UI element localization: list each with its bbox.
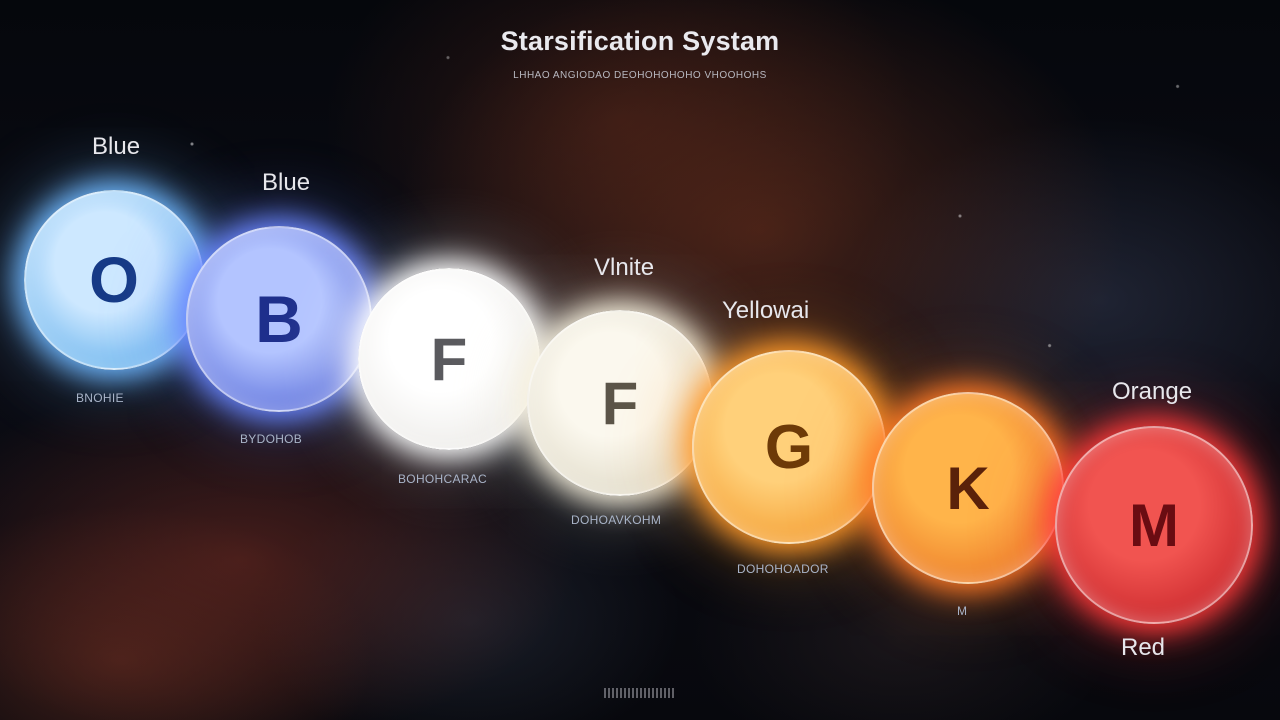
star-f-cream-circle: F <box>527 310 713 496</box>
star-k-letter: K <box>946 454 990 522</box>
star-b-circle: B <box>186 226 372 412</box>
star-g-sub-label: DOHOHOADOR <box>737 562 829 576</box>
star-m-circle: M <box>1055 426 1253 624</box>
star-f-white-sub-label: BOHOHCARAC <box>398 472 488 486</box>
footer-watermark <box>604 688 676 698</box>
star-b-sub-label: BYDOHOB <box>240 432 303 446</box>
star-g-letter: G <box>764 412 814 482</box>
star-g-color-label: Yellowai <box>722 297 810 324</box>
star-m-letter: M <box>1129 491 1179 559</box>
star-o-sub-label: BNOHIE <box>76 391 124 405</box>
star-o-color-label: Blue <box>92 133 141 160</box>
star-k-circle: K <box>872 392 1064 584</box>
star-b-letter: B <box>255 282 303 356</box>
star-f-white-letter: F <box>430 325 468 393</box>
star-b-color-label: Blue <box>262 169 311 196</box>
star-k-sub-label: M <box>957 604 968 618</box>
star-f-cream-letter: F <box>601 369 639 437</box>
star-f-cream-color-label: Vlnite <box>594 254 655 281</box>
star-f-white-circle: F <box>358 268 540 450</box>
diagram-title: Starsification Systam <box>500 26 780 56</box>
star-g-circle: G <box>692 350 886 544</box>
diagram-subtitle: LHHAO ANGIODAO DEOHOHOHOHO VHOOHOHS <box>513 70 767 81</box>
star-m-sub-label: Red <box>1121 634 1166 661</box>
star-f-cream-sub-label: DOHOAVKOHM <box>571 513 662 527</box>
star-o-letter: O <box>89 244 139 316</box>
star-m-color-label: Orange <box>1112 378 1193 405</box>
star-o-circle: O <box>24 190 204 370</box>
